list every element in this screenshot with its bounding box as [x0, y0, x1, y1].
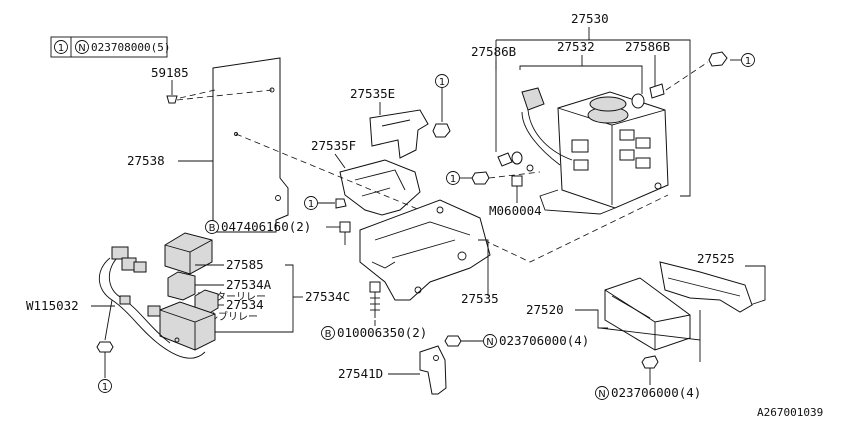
- marker-circle-1: [435, 74, 449, 88]
- label-27532: 27532: [557, 39, 595, 54]
- svg-text:1: 1: [439, 77, 445, 88]
- label-27525: 27525: [697, 251, 735, 266]
- label-59185: 59185: [151, 65, 189, 80]
- marker-b-010006350: B: [325, 329, 332, 340]
- label-27530: 27530: [571, 11, 609, 26]
- label-m060004: M060004: [489, 203, 542, 218]
- label-27586b-right: 27586B: [625, 39, 670, 54]
- harness-w115032: [98, 246, 206, 359]
- document-id: A267001039: [757, 406, 823, 419]
- label-27586b-left: 27586B: [471, 44, 516, 59]
- nut-harness: [96, 341, 114, 353]
- label-27534: 27534: [226, 297, 264, 312]
- bracket-27525: [659, 261, 753, 313]
- relay-27534a: [167, 271, 196, 301]
- ecu-27520: [604, 277, 691, 351]
- label-047406160: 047406160(2): [221, 219, 311, 234]
- clip-59185: [166, 95, 178, 104]
- nut-023706000-a: [444, 335, 462, 347]
- marker-n-023706000-a: N: [486, 337, 493, 348]
- label-27535f: 27535F: [311, 138, 356, 153]
- label-27585: 27585: [226, 257, 264, 272]
- label-w115032: W115032: [26, 298, 79, 313]
- label-27534c: 27534C: [305, 289, 350, 304]
- marker-circle-1b: 1: [308, 199, 314, 210]
- bolt-010006350: [369, 281, 381, 318]
- bracket-plate-27538: [212, 57, 289, 233]
- legend-part-number: 023708000(5): [91, 41, 170, 54]
- label-27538: 27538: [127, 153, 165, 168]
- bolt-m060004: [511, 175, 523, 198]
- label-27534a: 27534A: [226, 277, 272, 292]
- bracket-27535: [359, 199, 491, 301]
- abs-hydraulic-unit-27532: [526, 91, 669, 215]
- marker-circle-1e: 1: [450, 174, 456, 185]
- connector-27530: [521, 87, 573, 166]
- label-023706000-a: 023706000(4): [499, 333, 589, 348]
- legend-circle-n-text: N: [78, 43, 85, 54]
- relay-27585: [164, 232, 213, 275]
- nut-small: [432, 123, 451, 138]
- label-27535e: 27535E: [350, 86, 395, 101]
- label-27541d: 27541D: [338, 366, 383, 381]
- nut-abs-left: [471, 171, 490, 185]
- bracket-27541d: [419, 345, 447, 395]
- label-023706000-b: 023706000(4): [611, 385, 701, 400]
- legend-circle-1-text: 1: [58, 43, 64, 54]
- bracket-27535e: [369, 109, 429, 159]
- bolt-047406160: [339, 221, 351, 245]
- legend-box: 1 N 023708000(5): [50, 36, 170, 58]
- marker-b-047406160: B: [209, 223, 216, 234]
- label-27535: 27535: [461, 291, 499, 306]
- bolt-27535f: [335, 198, 347, 209]
- nut-023706000-b: [641, 355, 659, 369]
- label-27520: 27520: [526, 302, 564, 317]
- grommet-27586b-left: [497, 151, 523, 167]
- grommet-27586b-right: [631, 83, 665, 109]
- marker-circle-1c: 1: [102, 382, 108, 393]
- marker-circle-1d: 1: [745, 56, 751, 67]
- marker-n-023706000-b: N: [598, 389, 605, 400]
- label-010006350: 010006350(2): [337, 325, 427, 340]
- bracket-27535f: [339, 159, 421, 216]
- nut-top-right: [708, 51, 728, 67]
- relay-box-27534c: [159, 301, 216, 351]
